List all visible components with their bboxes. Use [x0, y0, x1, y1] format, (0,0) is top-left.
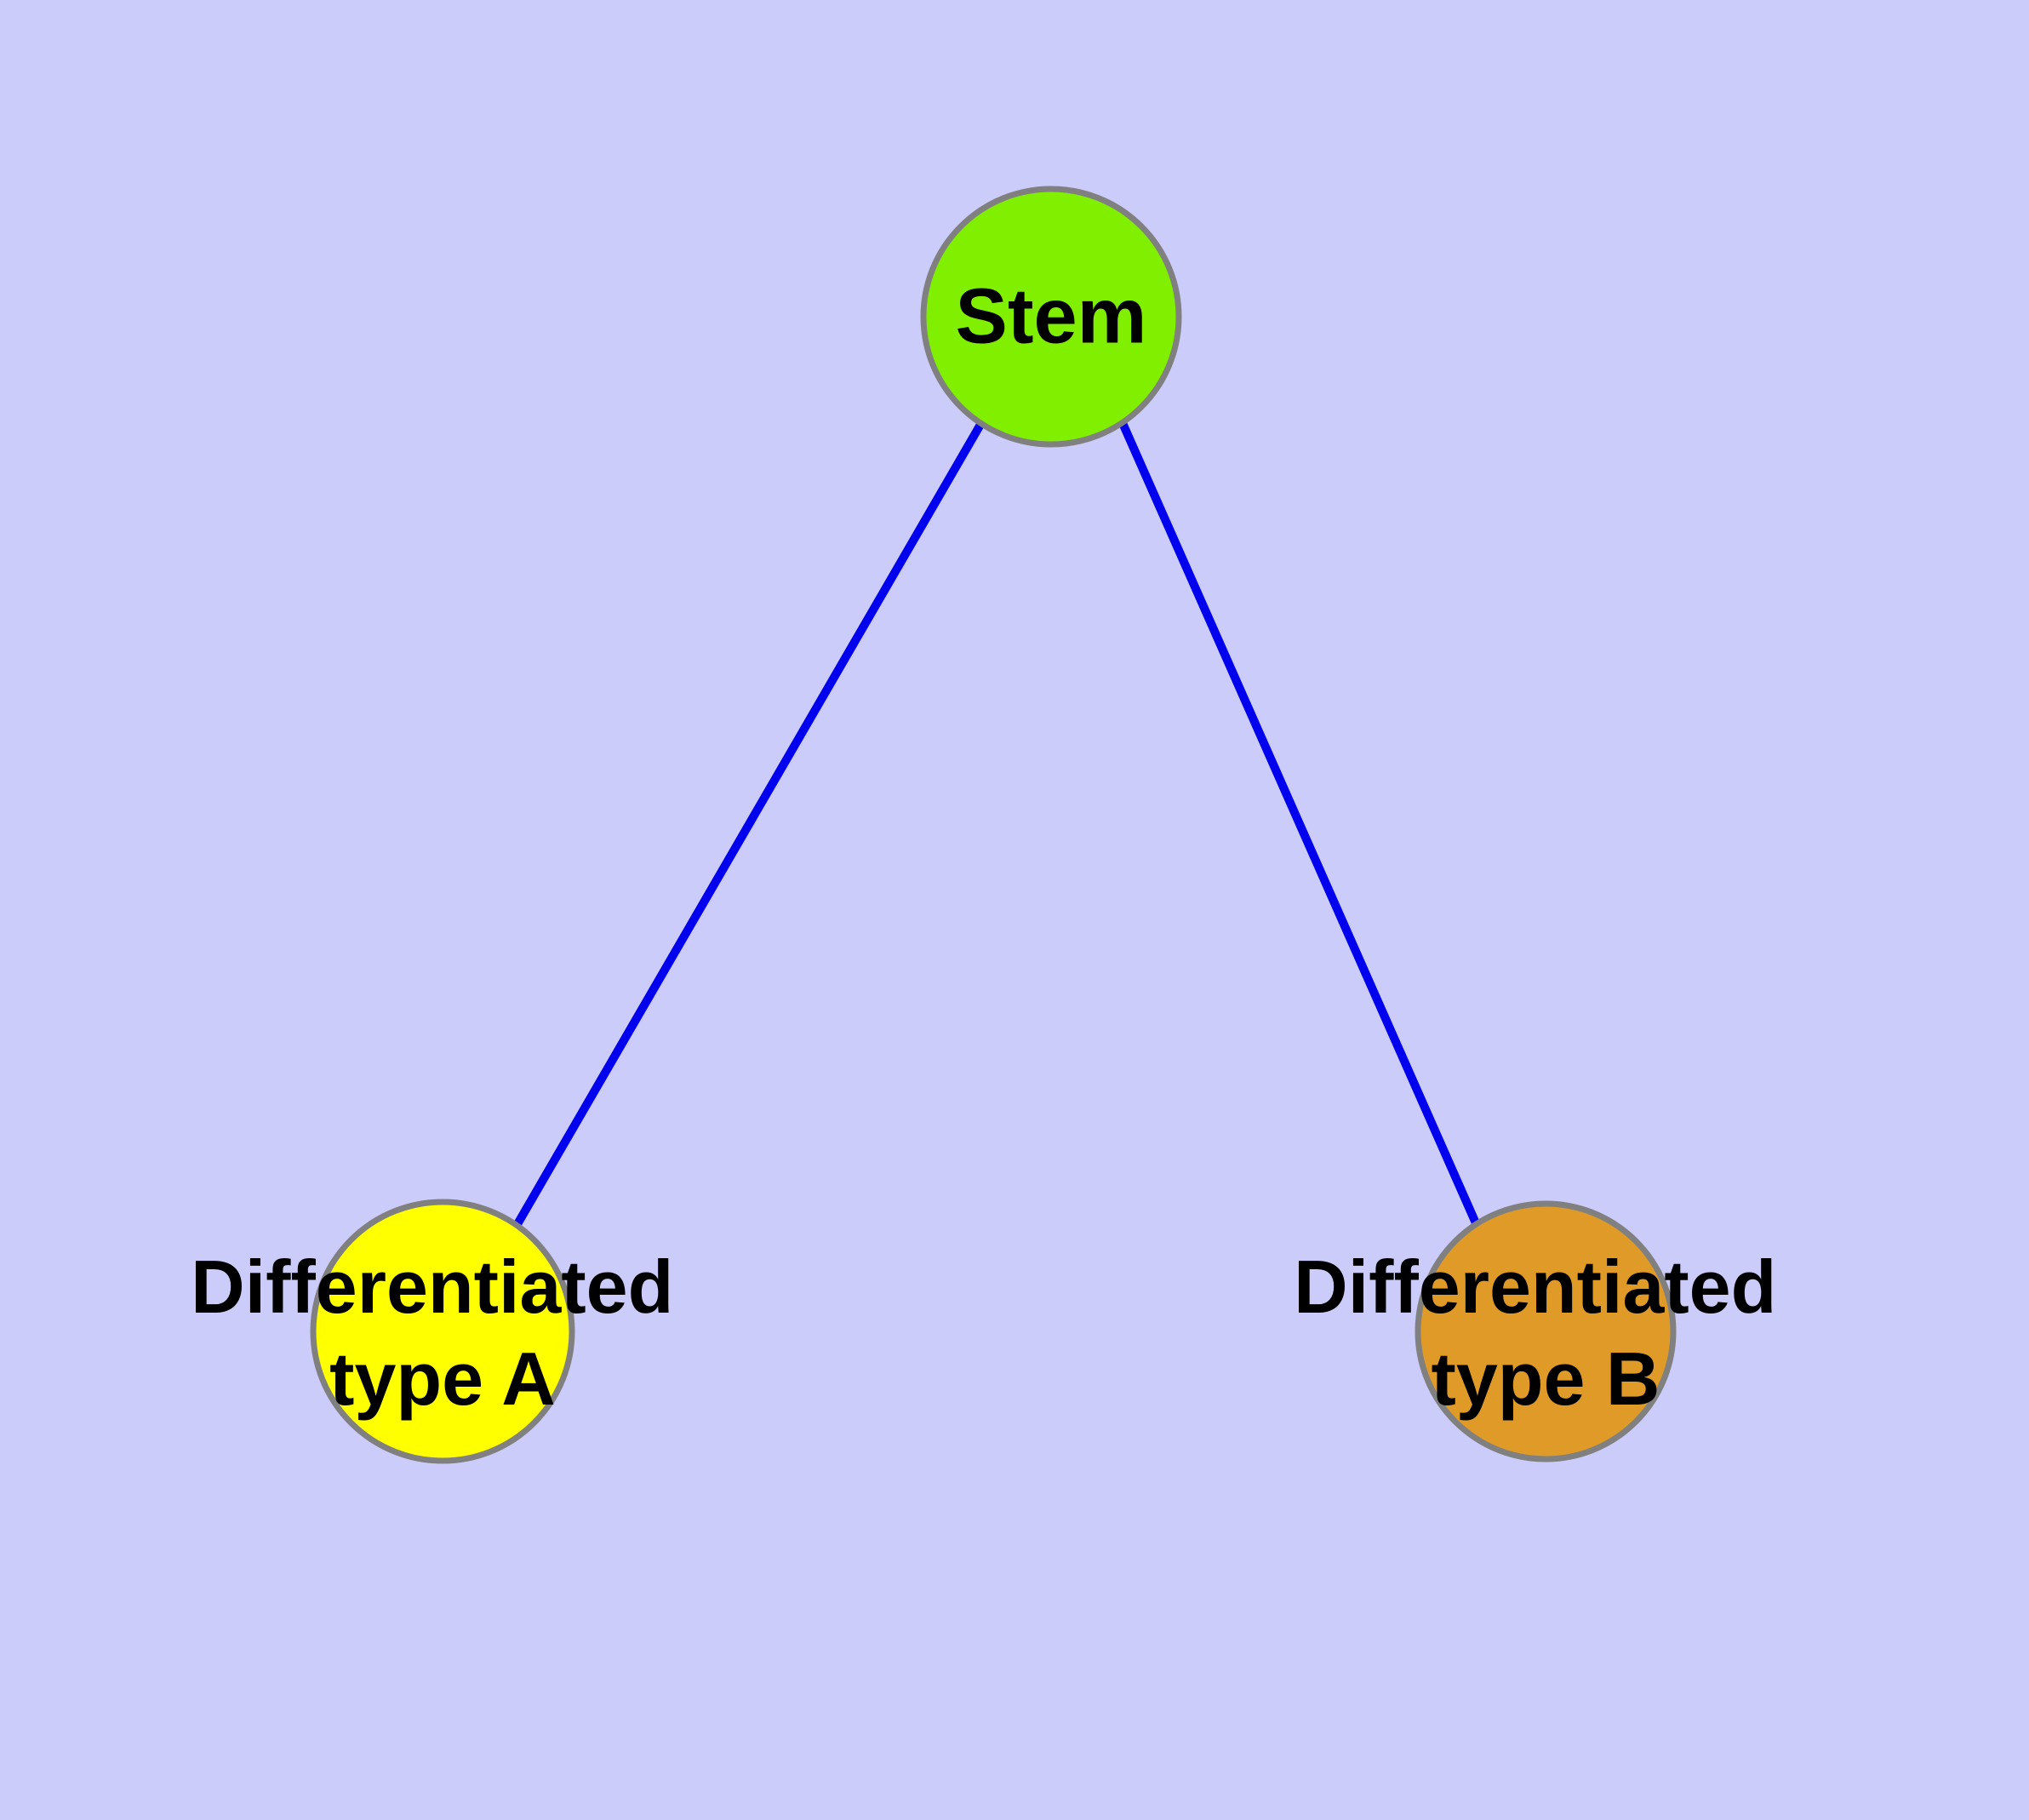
label-line-1: Differentiated [191, 1245, 673, 1329]
node-differentiated-type-a[interactable]: Differentiated type A [191, 1199, 694, 1464]
label-line-1: Differentiated [1294, 1245, 1776, 1329]
label-line-2: type A [329, 1336, 556, 1421]
node-stem-label: Stem [956, 272, 1147, 359]
node-stem[interactable]: Stem [920, 186, 1182, 448]
edge-stem-to-differentiated-type-a[interactable] [513, 421, 986, 1227]
node-differentiated-type-a-label: Differentiated type A [191, 1245, 694, 1421]
edge-layer [513, 421, 1481, 1228]
label-line-2: type B [1432, 1336, 1660, 1421]
node-differentiated-type-b[interactable]: Differentiated type B [1294, 1200, 1798, 1462]
node-differentiated-type-a-circle[interactable] [310, 1199, 575, 1464]
edge-stem-to-differentiated-type-b[interactable] [1118, 421, 1481, 1228]
node-layer: Stem Differentiated type A Differentiate… [191, 186, 1798, 1464]
node-differentiated-type-b-label: Differentiated type B [1294, 1245, 1798, 1421]
node-stem-circle[interactable] [920, 186, 1182, 448]
node-differentiated-type-b-circle[interactable] [1415, 1200, 1677, 1462]
